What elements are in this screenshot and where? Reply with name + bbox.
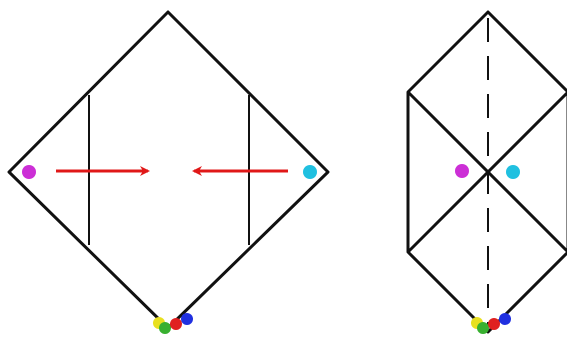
blue-dot — [499, 313, 511, 325]
blue-dot — [181, 313, 193, 325]
purple-dot — [455, 164, 469, 178]
bottom-color-dots — [471, 313, 511, 334]
bottom-color-dots — [153, 313, 193, 334]
right-panel — [406, 10, 567, 334]
cyan-dot — [506, 165, 520, 179]
cyan-dot — [303, 165, 317, 179]
left-panel — [7, 10, 330, 334]
red-dot — [170, 318, 182, 330]
green-dot — [159, 322, 171, 334]
green-dot — [477, 322, 489, 334]
purple-dot — [22, 165, 36, 179]
red-dot — [488, 318, 500, 330]
